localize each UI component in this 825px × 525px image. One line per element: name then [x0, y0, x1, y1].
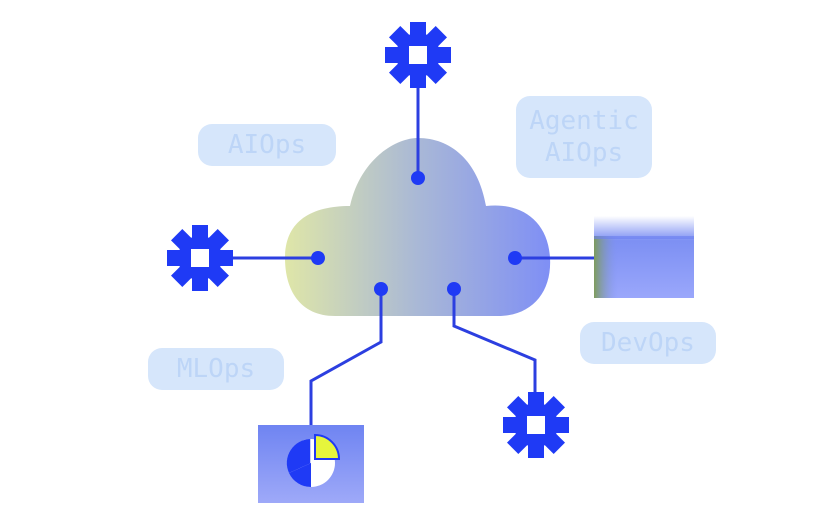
- dot-bottom-right: [447, 282, 461, 296]
- aiops-label: AIOps: [227, 130, 307, 160]
- gear-icon: [503, 392, 569, 458]
- window-panel-icon: [594, 216, 694, 298]
- devops-tag: DevOps: [580, 322, 716, 364]
- gear-icon: [385, 22, 451, 88]
- line-bottom-right: [452, 289, 537, 392]
- agentic-label-line1: Agentic: [529, 106, 639, 136]
- dot-left: [311, 251, 325, 265]
- aiops-tag: AIOps: [198, 124, 336, 166]
- dot-top: [411, 171, 425, 185]
- line-bottom-left: [309, 289, 383, 425]
- agentic-label-line2: AIOps: [544, 138, 624, 168]
- dot-right: [508, 251, 522, 265]
- agentic-aiops-tag: Agentic AIOps: [516, 96, 652, 178]
- dot-bottom-left: [374, 282, 388, 296]
- connector-lines: [228, 82, 594, 425]
- mlops-label: MLOps: [176, 354, 256, 384]
- pie-chart-icon: [258, 425, 364, 503]
- mlops-tag: MLOps: [148, 348, 284, 390]
- devops-label: DevOps: [601, 328, 695, 358]
- cloud-shape: [285, 138, 551, 316]
- connection-dots: [311, 171, 522, 296]
- gear-icon: [167, 225, 233, 291]
